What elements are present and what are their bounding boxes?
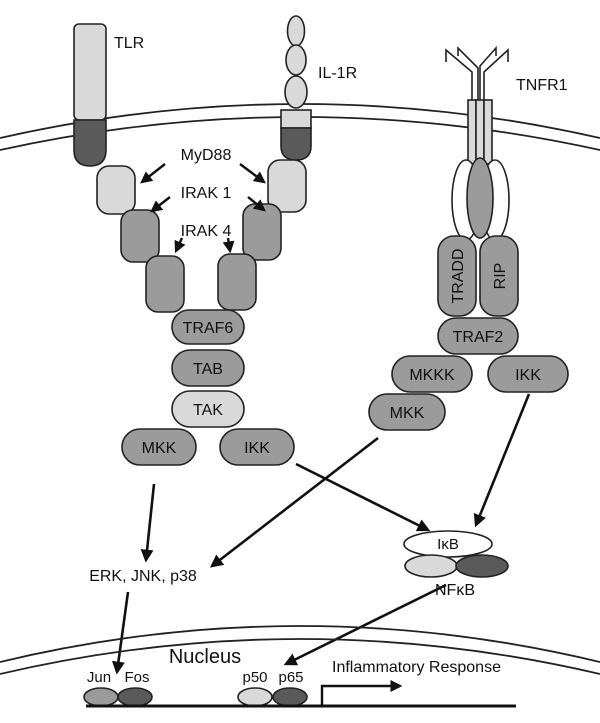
tnfr1-receptor bbox=[445, 45, 509, 165]
tnfr1-death-domain-center bbox=[466, 157, 494, 239]
nuclear-membrane-inner bbox=[0, 638, 600, 675]
il1r-label: IL-1R bbox=[318, 65, 357, 82]
irak1-block-left bbox=[120, 209, 160, 263]
tak-node bbox=[171, 390, 245, 428]
irak1-block-right bbox=[242, 203, 282, 261]
tlr-receptor-transmembrane bbox=[73, 119, 107, 167]
tlr-receptor-extracellular bbox=[73, 23, 107, 121]
inflammatory-response-label: Inflammatory Response bbox=[332, 659, 501, 676]
irak1-label: IRAK 1 bbox=[181, 185, 232, 202]
jun-label: Jun bbox=[87, 669, 111, 686]
myd88-label: MyD88 bbox=[181, 147, 232, 164]
irak4-block-right bbox=[217, 253, 257, 311]
ikb-label: IκB bbox=[437, 536, 459, 553]
nfkb-label: NFκB bbox=[435, 582, 475, 599]
il1r-domain-3 bbox=[284, 75, 308, 109]
pathway-arrows bbox=[111, 393, 531, 675]
tab-label: TAB bbox=[193, 361, 223, 378]
p50-label: p50 bbox=[242, 669, 267, 686]
tab-node bbox=[171, 349, 245, 387]
myd88-block-left bbox=[96, 165, 136, 215]
fos-label: Fos bbox=[124, 669, 149, 686]
nucleus-title: Nucleus bbox=[169, 646, 241, 668]
mkk-node-right bbox=[368, 393, 446, 431]
transcription-start-arrow bbox=[320, 680, 403, 706]
nfkb-p65-cytoplasm bbox=[455, 554, 509, 578]
p65-label: p65 bbox=[278, 669, 303, 686]
mkk-label-right: MKK bbox=[390, 405, 425, 422]
tradd-label: TRADD bbox=[450, 248, 467, 303]
rip-label: RIP bbox=[492, 263, 509, 290]
traf2-label: TRAF2 bbox=[453, 329, 504, 346]
rip-node bbox=[479, 235, 519, 317]
traf2-node bbox=[437, 317, 519, 355]
jun-protein bbox=[83, 687, 119, 707]
mkk-label-left: MKK bbox=[142, 440, 177, 457]
fos-protein bbox=[117, 687, 153, 707]
tradd-node bbox=[437, 235, 477, 317]
mkkk-node bbox=[391, 355, 473, 393]
p65-protein bbox=[272, 687, 308, 707]
ikk-label-left: IKK bbox=[244, 440, 270, 457]
il1r-transmembrane-dark bbox=[280, 127, 312, 161]
mkkk-label: MKKK bbox=[409, 367, 455, 384]
traf6-node bbox=[171, 309, 245, 345]
irak4-label: IRAK 4 bbox=[181, 223, 232, 240]
nfkb-p50-cytoplasm bbox=[404, 554, 458, 578]
il1r-domain-2 bbox=[285, 44, 307, 76]
p50-protein bbox=[237, 687, 273, 707]
il1r-domain-1 bbox=[286, 15, 306, 47]
tak-label: TAK bbox=[193, 402, 223, 419]
ikk-label-right: IKK bbox=[515, 367, 541, 384]
nuclear-membrane-outer bbox=[0, 625, 600, 663]
traf6-label: TRAF6 bbox=[183, 320, 234, 337]
ikk-node-left bbox=[219, 428, 295, 466]
mkk-node-left bbox=[121, 428, 197, 466]
mapk-label: ERK, JNK, p38 bbox=[89, 568, 197, 585]
tnfr1-label: TNFR1 bbox=[516, 77, 568, 94]
ikk-node-right bbox=[487, 355, 569, 393]
tlr-label: TLR bbox=[114, 35, 144, 52]
myd88-block-right bbox=[267, 159, 307, 213]
adaptor-arrows bbox=[140, 163, 266, 254]
il1r-transmembrane-light bbox=[280, 109, 312, 129]
irak4-block-left bbox=[145, 255, 185, 313]
